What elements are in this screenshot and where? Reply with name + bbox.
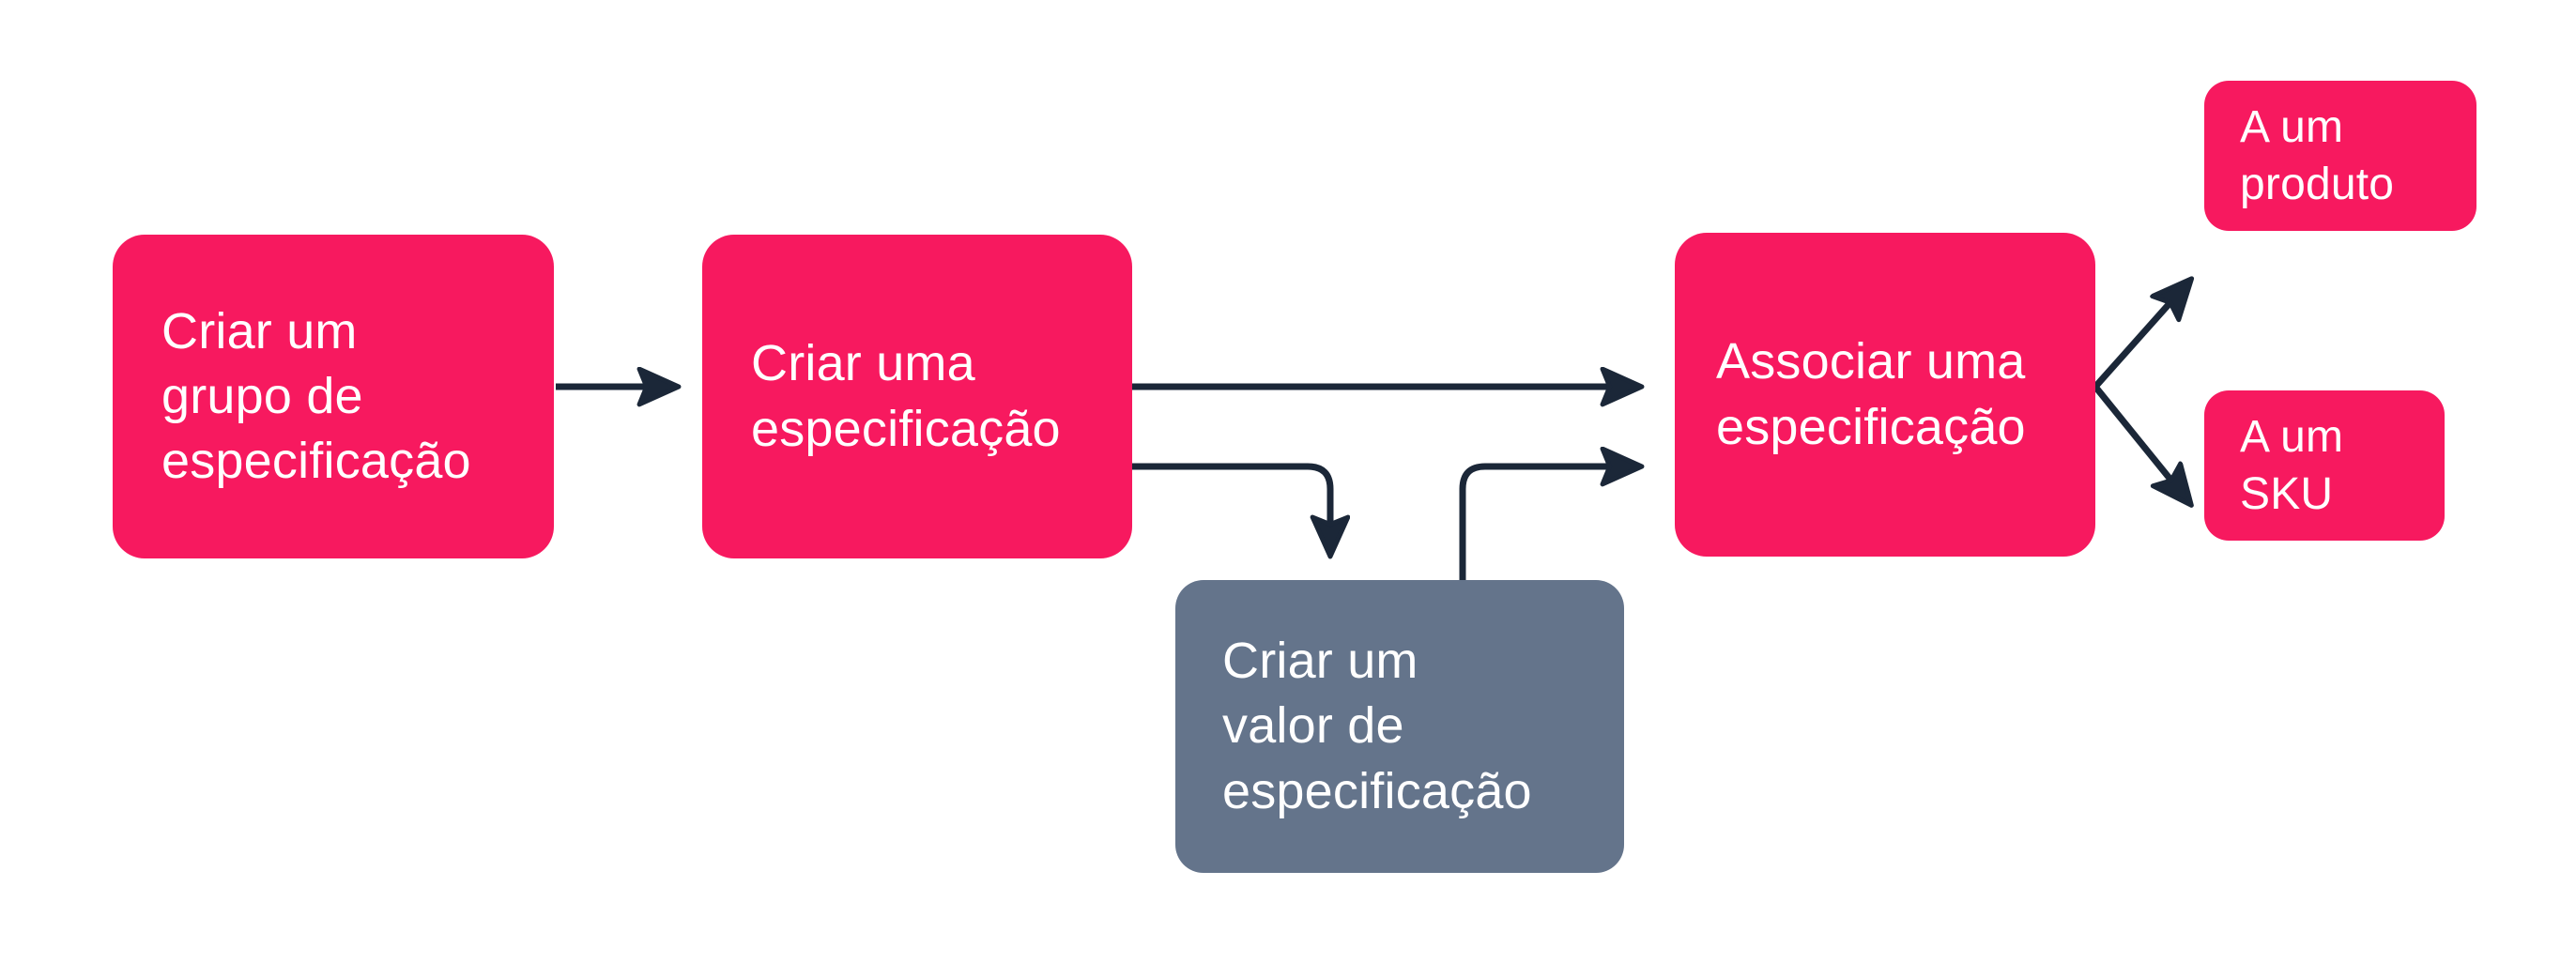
edge-associar-to-produto: [2093, 283, 2187, 390]
node-associar-especificacao[interactable]: Associar uma especificação: [1675, 233, 2095, 557]
edge-especificacao-to-valor: [1132, 463, 1330, 550]
node-label: A um SKU: [2240, 411, 2344, 519]
node-criar-valor-especificacao[interactable]: Criar um valor de especificação: [1175, 580, 1624, 873]
node-a-um-sku[interactable]: A um SKU: [2204, 390, 2445, 541]
node-criar-especificacao[interactable]: Criar uma especificação: [702, 235, 1132, 558]
edge-valor-to-associar: [1459, 466, 1635, 580]
node-label: A um produto: [2240, 101, 2395, 209]
node-criar-grupo-especificacao[interactable]: Criar um grupo de especificação: [113, 235, 554, 558]
node-a-um-produto[interactable]: A um produto: [2204, 81, 2476, 231]
node-label: Criar um valor de especificação: [1222, 633, 1532, 819]
edge-associar-to-sku: [2093, 384, 2187, 500]
node-label: Criar um grupo de especificação: [161, 302, 471, 490]
node-label: Criar uma especificação: [751, 335, 1061, 457]
node-label: Associar uma especificação: [1716, 333, 2026, 455]
